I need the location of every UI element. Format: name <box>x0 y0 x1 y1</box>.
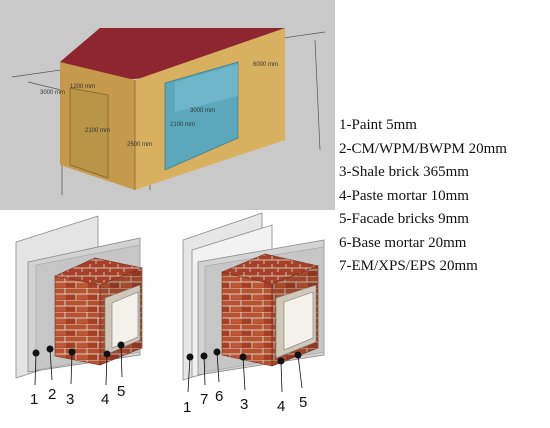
legend-item-paint: 1-Paint 5mm <box>339 117 417 133</box>
legend-item-insulation: 7-EM/XPS/EPS 20mm <box>339 258 478 274</box>
wall-section-1: 1 2 3 4 5 <box>0 210 152 408</box>
dim-door-height: 2100 mm <box>85 128 110 134</box>
dim-length: 6000 mm <box>253 62 278 68</box>
section-1-label: 5 <box>117 383 125 400</box>
layer-legend: 1-Paint 5mm 2-CM/WPM/BWPM 20mm 3-Shale b… <box>339 114 549 279</box>
facade-tile <box>283 291 314 351</box>
section-1-label: 4 <box>101 391 109 408</box>
section-1-label: 3 <box>66 391 74 408</box>
section-2-label: 4 <box>277 398 285 415</box>
facade-tile <box>111 291 139 349</box>
leader-lines <box>34 344 123 386</box>
section-2-label: 7 <box>200 391 208 408</box>
section-2-label: 6 <box>215 388 223 405</box>
dim-door-width: 1200 mm <box>70 84 95 90</box>
dim-window-height: 2100 mm <box>170 122 195 128</box>
brick-front <box>54 275 101 366</box>
section-2-label: 3 <box>240 396 248 413</box>
door <box>69 87 109 179</box>
window-highlight <box>175 64 238 112</box>
leader-lines <box>187 351 303 393</box>
section-1-label: 1 <box>30 391 38 408</box>
dim-window-width: 3000 mm <box>190 108 215 114</box>
dim-width: 3000 mm <box>40 90 65 96</box>
legend-item-facade-bricks: 5-Facade bricks 9mm <box>339 211 469 227</box>
legend-item-base-mortar: 6-Base mortar 20mm <box>339 234 467 251</box>
section-2-label: 1 <box>183 399 191 416</box>
section-1-label: 2 <box>48 386 56 403</box>
building-model: 6000 mm 3000 mm 1200 mm 2100 mm 2500 mm … <box>0 0 335 210</box>
legend-item-shale-brick: 3-Shale brick 365mm <box>339 164 469 180</box>
brick-front <box>221 271 273 367</box>
dim-height: 2500 mm <box>127 142 152 148</box>
legend-item-cm-wpm: 2-CM/WPM/BWPM 20mm <box>339 140 507 157</box>
section-2-label: 5 <box>299 394 307 411</box>
legend-item-paste-mortar: 4-Paste mortar 10mm <box>339 187 469 204</box>
wall-section-2: 1 7 6 3 4 5 <box>176 210 335 416</box>
